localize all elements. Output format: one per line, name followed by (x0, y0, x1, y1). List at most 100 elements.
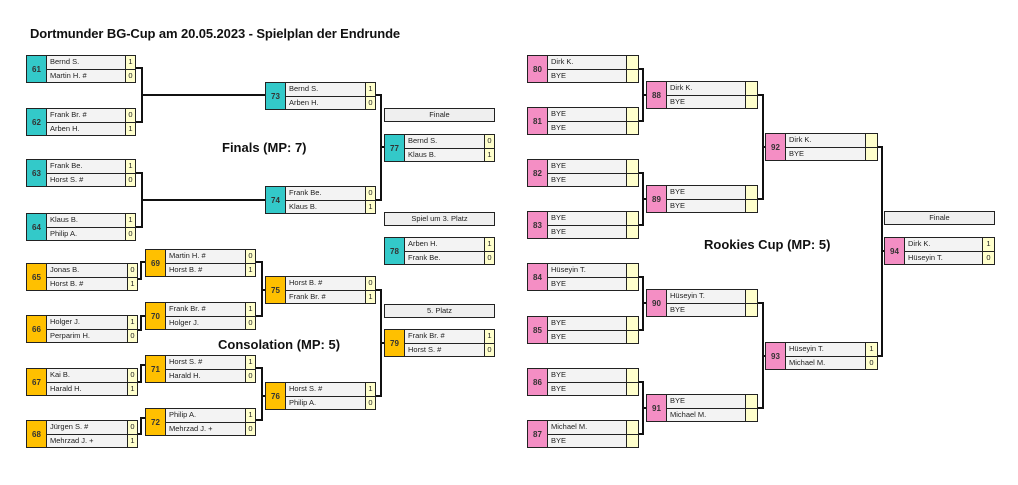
player-score[interactable]: 1 (125, 56, 135, 69)
player-score[interactable]: 1 (125, 160, 135, 173)
player-score[interactable] (865, 134, 877, 147)
player-score[interactable]: 0 (127, 329, 137, 342)
match-box-87[interactable]: 87 Michael M. BYE (527, 420, 639, 448)
player-score[interactable]: 1 (982, 238, 994, 251)
player-score[interactable]: 0 (125, 69, 135, 82)
player-score[interactable] (745, 303, 757, 316)
player-score[interactable]: 1 (484, 330, 494, 343)
match-box-72[interactable]: 72 Philip A. 1 Mehrzad J. + 0 (145, 408, 256, 436)
player-score[interactable]: 0 (365, 96, 375, 109)
player-score[interactable] (626, 317, 638, 330)
player-score[interactable] (865, 147, 877, 160)
player-score[interactable] (626, 225, 638, 238)
match-box-70[interactable]: 70 Frank Br. # 1 Holger J. 0 (145, 302, 256, 330)
player-score[interactable] (626, 69, 638, 82)
match-box-68[interactable]: 68 Jürgen S. # 0 Mehrzad J. + 1 (26, 420, 138, 448)
match-box-78[interactable]: 78 Arben H. 1 Frank Be. 0 (384, 237, 495, 265)
player-score[interactable]: 1 (245, 303, 255, 316)
match-box-73[interactable]: 73 Bernd S. 1 Arben H. 0 (265, 82, 376, 110)
player-score[interactable]: 1 (127, 316, 137, 329)
match-box-62[interactable]: 62 Frank Br. # 0 Arben H. 1 (26, 108, 136, 136)
player-score[interactable] (626, 369, 638, 382)
player-score[interactable]: 1 (125, 214, 135, 227)
player-score[interactable]: 0 (484, 343, 494, 356)
player-score[interactable] (626, 421, 638, 434)
player-score[interactable]: 0 (245, 369, 255, 382)
player-score[interactable]: 1 (245, 263, 255, 276)
match-box-61[interactable]: 61 Bernd S. 1 Martin H. # 0 (26, 55, 136, 83)
player-score[interactable] (626, 277, 638, 290)
player-score[interactable] (745, 186, 757, 199)
player-score[interactable] (745, 199, 757, 212)
player-score[interactable]: 0 (365, 277, 375, 290)
match-box-84[interactable]: 84 Hüseyin T. BYE (527, 263, 639, 291)
player-score[interactable]: 1 (365, 290, 375, 303)
player-score[interactable]: 0 (365, 187, 375, 200)
player-score[interactable]: 1 (365, 200, 375, 213)
match-box-89[interactable]: 89 BYE BYE (646, 185, 758, 213)
player-score[interactable] (626, 121, 638, 134)
player-score[interactable]: 1 (127, 382, 137, 395)
player-score[interactable]: 1 (127, 434, 137, 447)
player-score[interactable] (626, 108, 638, 121)
player-score[interactable] (745, 395, 757, 408)
player-score[interactable] (626, 330, 638, 343)
player-score[interactable] (626, 56, 638, 69)
match-box-76[interactable]: 76 Horst S. # 1 Philip A. 0 (265, 382, 376, 410)
player-score[interactable]: 0 (365, 396, 375, 409)
match-box-79[interactable]: 79 Frank Br. # 1 Horst S. # 0 (384, 329, 495, 357)
player-score[interactable] (626, 382, 638, 395)
match-box-66[interactable]: 66 Holger J. 1 Perparim H. 0 (26, 315, 138, 343)
player-score[interactable]: 1 (127, 277, 137, 290)
match-box-93[interactable]: 93 Hüseyin T. 1 Michael M. 0 (765, 342, 878, 370)
match-box-64[interactable]: 64 Klaus B. 1 Philip A. 0 (26, 213, 136, 241)
match-box-67[interactable]: 67 Kai B. 0 Harald H. 1 (26, 368, 138, 396)
match-box-90[interactable]: 90 Hüseyin T. BYE (646, 289, 758, 317)
player-score[interactable]: 0 (125, 109, 135, 122)
player-score[interactable]: 1 (484, 238, 494, 251)
match-box-91[interactable]: 91 BYE Michael M. (646, 394, 758, 422)
player-score[interactable]: 1 (245, 409, 255, 422)
match-box-81[interactable]: 81 BYE BYE (527, 107, 639, 135)
player-score[interactable] (626, 173, 638, 186)
match-box-94[interactable]: 94 Dirk K. 1 Hüseyin T. 0 (884, 237, 995, 265)
player-score[interactable]: 0 (484, 135, 494, 148)
player-score[interactable]: 1 (245, 356, 255, 369)
match-box-83[interactable]: 83 BYE BYE (527, 211, 639, 239)
match-box-75[interactable]: 75 Horst B. # 0 Frank Br. # 1 (265, 276, 376, 304)
match-box-74[interactable]: 74 Frank Be. 0 Klaus B. 1 (265, 186, 376, 214)
player-score[interactable]: 0 (125, 227, 135, 240)
player-score[interactable]: 0 (127, 264, 137, 277)
player-score[interactable]: 1 (484, 148, 494, 161)
match-box-69[interactable]: 69 Martin H. # 0 Horst B. # 1 (145, 249, 256, 277)
player-score[interactable]: 0 (245, 250, 255, 263)
match-box-71[interactable]: 71 Horst S. # 1 Harald H. 0 (145, 355, 256, 383)
player-score[interactable]: 0 (484, 251, 494, 264)
player-score[interactable] (626, 160, 638, 173)
player-score[interactable]: 0 (865, 356, 877, 369)
player-score[interactable]: 0 (127, 421, 137, 434)
match-box-82[interactable]: 82 BYE BYE (527, 159, 639, 187)
player-score[interactable]: 1 (125, 122, 135, 135)
player-score[interactable] (626, 434, 638, 447)
player-score[interactable]: 0 (125, 173, 135, 186)
player-score[interactable] (626, 212, 638, 225)
player-score[interactable]: 0 (245, 316, 255, 329)
match-box-77[interactable]: 77 Bernd S. 0 Klaus B. 1 (384, 134, 495, 162)
player-score[interactable] (626, 264, 638, 277)
player-score[interactable]: 0 (982, 251, 994, 264)
player-score[interactable]: 1 (865, 343, 877, 356)
player-score[interactable] (745, 408, 757, 421)
match-box-86[interactable]: 86 BYE BYE (527, 368, 639, 396)
player-score[interactable]: 1 (365, 383, 375, 396)
match-box-65[interactable]: 65 Jonas B. 0 Horst B. # 1 (26, 263, 138, 291)
match-box-85[interactable]: 85 BYE BYE (527, 316, 639, 344)
player-score[interactable] (745, 95, 757, 108)
player-score[interactable]: 0 (245, 422, 255, 435)
player-score[interactable] (745, 290, 757, 303)
player-score[interactable] (745, 82, 757, 95)
player-score[interactable]: 1 (365, 83, 375, 96)
player-score[interactable]: 0 (127, 369, 137, 382)
match-box-63[interactable]: 63 Frank Be. 1 Horst S. # 0 (26, 159, 136, 187)
match-box-92[interactable]: 92 Dirk K. BYE (765, 133, 878, 161)
